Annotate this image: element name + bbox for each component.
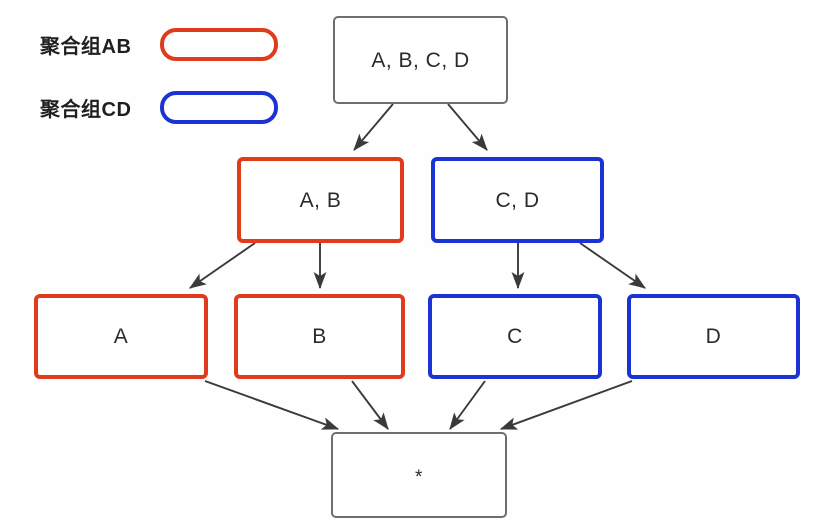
node-root-label: A, B, C, D [371,48,470,72]
edge-b-to-star [351,380,389,430]
node-b[interactable]: B [234,294,405,379]
edge-ab-to-a [189,242,256,289]
legend-swatch-ab-icon [160,28,278,61]
edge-d-to-star [499,380,633,430]
legend-item-ab: 聚合组AB [40,28,278,61]
node-ab[interactable]: A, B [237,157,404,243]
node-a-label: A [113,325,129,348]
node-d-label: D [705,325,722,348]
node-c[interactable]: C [428,294,602,379]
node-c-label: C [507,325,523,348]
legend-swatch-cd-icon [160,91,278,124]
node-b-label: B [312,325,327,348]
node-cd-label: C, D [495,188,540,212]
edge-cd-to-d [579,242,646,289]
edge-c-to-star [449,380,486,430]
node-root[interactable]: A, B, C, D [333,16,508,104]
legend-item-cd: 聚合组CD [40,91,278,124]
edge-root-to-ab [353,103,394,151]
node-cd[interactable]: C, D [431,157,604,243]
legend-label-cd: 聚合组CD [40,99,132,121]
node-ab-label: A, B [299,188,342,212]
edge-a-to-star [204,380,340,430]
node-d[interactable]: D [627,294,800,379]
node-star-label: * [415,466,423,488]
edge-root-to-cd [447,103,488,151]
node-a[interactable]: A [34,294,208,379]
legend-label-ab: 聚合组AB [40,36,132,58]
node-star[interactable]: * [331,432,507,518]
